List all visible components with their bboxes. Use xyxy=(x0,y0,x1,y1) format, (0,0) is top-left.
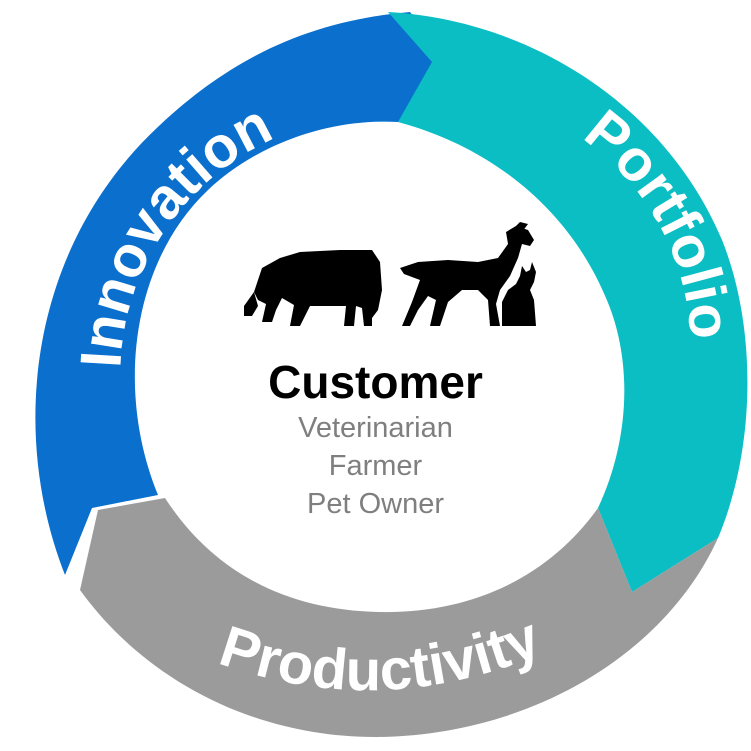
dog-icon xyxy=(400,222,534,326)
customer-title: Customer xyxy=(268,356,483,408)
role-pet-owner: Pet Owner xyxy=(307,488,444,520)
cow-icon xyxy=(244,250,382,326)
cat-icon xyxy=(502,262,536,326)
role-veterinarian: Veterinarian xyxy=(298,412,453,444)
portfolio-arrow xyxy=(388,12,748,592)
productivity-arrow xyxy=(80,498,718,738)
innovation-arrow xyxy=(35,12,448,575)
role-farmer: Farmer xyxy=(328,450,423,482)
customer-center: Customer Veterinarian Farmer Pet Owner xyxy=(225,355,526,523)
